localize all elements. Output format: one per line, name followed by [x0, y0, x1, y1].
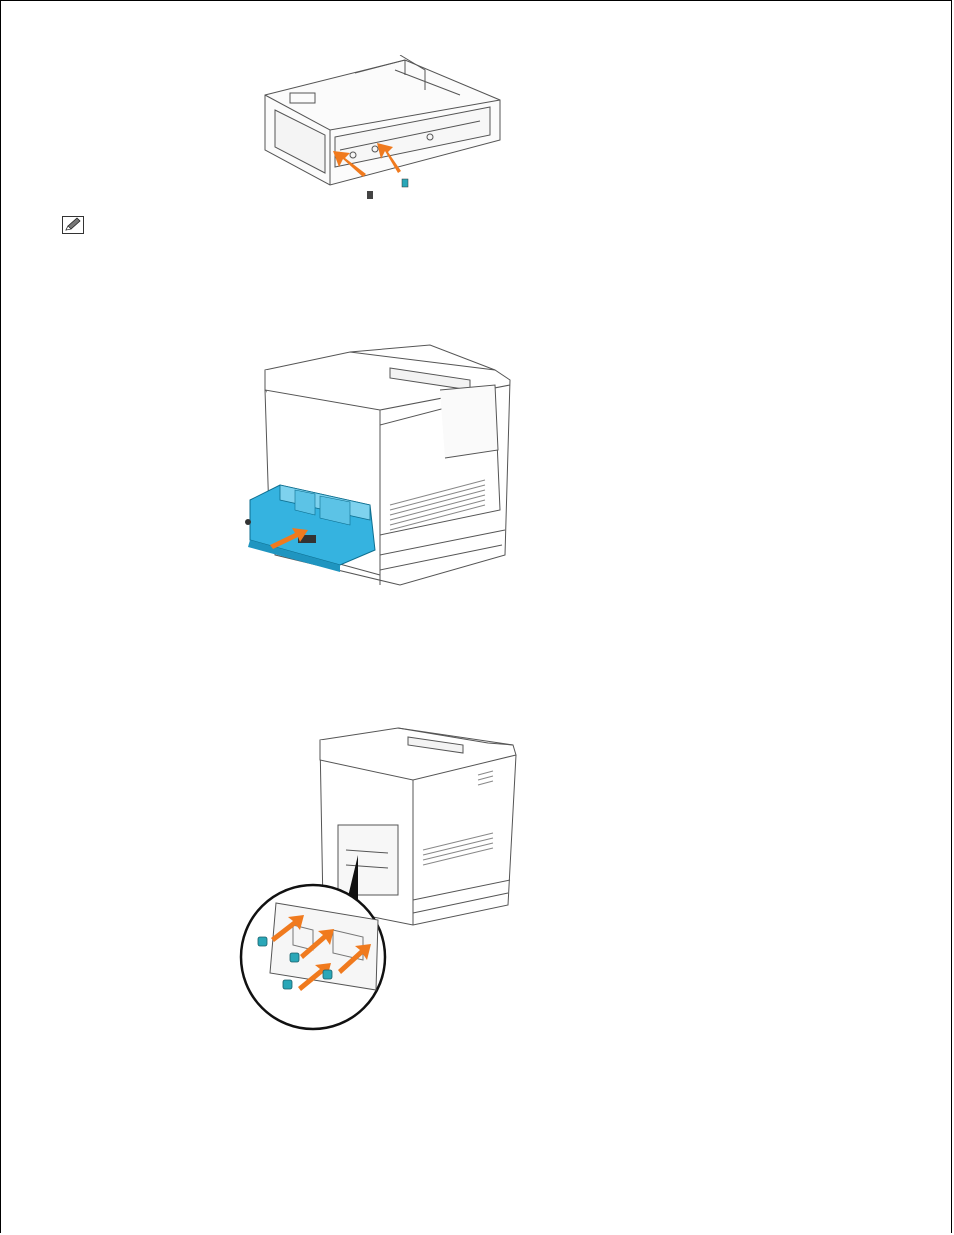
- printer-rear-screws-illustration: [238, 725, 523, 1040]
- note-pencil-icon: [62, 216, 84, 234]
- printer-rear-screws-figure: [238, 725, 523, 1040]
- printer-cage-insert-figure: [240, 340, 520, 590]
- screws: [367, 179, 408, 199]
- controller-cage-figure: [255, 55, 510, 205]
- screw-callout: [241, 885, 385, 1029]
- controller-cage-illustration: [255, 55, 510, 205]
- printer-cage-insert-illustration: [240, 340, 520, 590]
